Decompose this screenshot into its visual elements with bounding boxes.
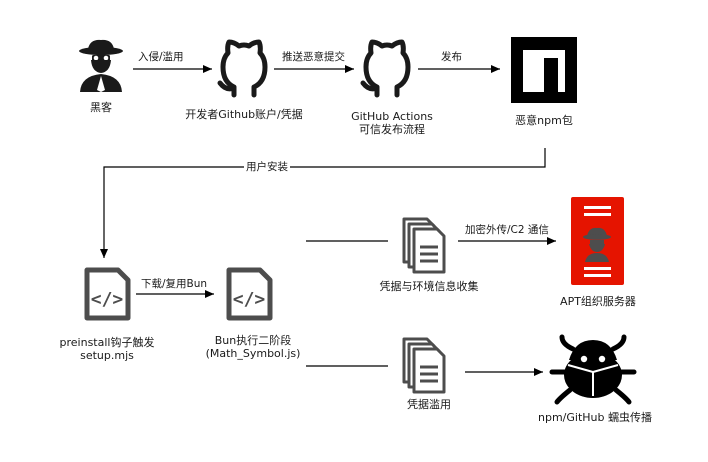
edge-label-user-install: 用户安装 bbox=[244, 161, 290, 173]
preinstall-label-line2: setup.mjs bbox=[80, 349, 134, 362]
svg-text:</>: </> bbox=[233, 289, 266, 310]
edge-label-exfil: 加密外传/C2 通信 bbox=[465, 224, 549, 236]
bun-stage2-label-line1: Bun执行二阶段 bbox=[214, 334, 292, 347]
npm-package-label: 恶意npm包 bbox=[515, 114, 573, 127]
edge-user-install bbox=[100, 148, 546, 258]
github-actions-icon bbox=[360, 39, 411, 98]
preinstall-code-icon: </> bbox=[84, 267, 131, 321]
bug-icon bbox=[549, 334, 637, 405]
npm-icon bbox=[511, 37, 577, 103]
bun-code-icon: </> bbox=[226, 267, 273, 321]
preinstall-label-line1: preinstall钩子触发 bbox=[59, 336, 155, 349]
abuse-document-icon bbox=[402, 337, 446, 394]
svg-text:</>: </> bbox=[91, 289, 124, 310]
apt-server-label: APT组织服务器 bbox=[560, 295, 636, 308]
edge-label-publish: 发布 bbox=[441, 51, 462, 63]
collect-document-icon bbox=[402, 217, 446, 274]
apt-server-icon bbox=[571, 197, 624, 285]
github-actions-label-line1: GitHub Actions bbox=[351, 110, 433, 123]
github-actions-label-line2: 可信发布流程 bbox=[359, 123, 425, 136]
abuse-label: 凭据滥用 bbox=[407, 398, 451, 411]
collect-label: 凭据与环境信息收集 bbox=[379, 280, 479, 293]
edge-label-intrude: 入侵/滥用 bbox=[138, 51, 184, 63]
edge-label-push: 推送恶意提交 bbox=[282, 51, 345, 63]
hacker-icon bbox=[79, 39, 123, 92]
bun-stage2-label-line2: (Math_Symbol.js) bbox=[205, 347, 301, 360]
edge-label-download: 下载/复用Bun bbox=[141, 278, 208, 290]
github-account-icon bbox=[217, 39, 268, 98]
hacker-label: 黑客 bbox=[90, 101, 112, 114]
worm-label: npm/GitHub 蠕虫传播 bbox=[538, 411, 652, 424]
github-account-label: 开发者Github账户/凭据 bbox=[185, 108, 303, 121]
